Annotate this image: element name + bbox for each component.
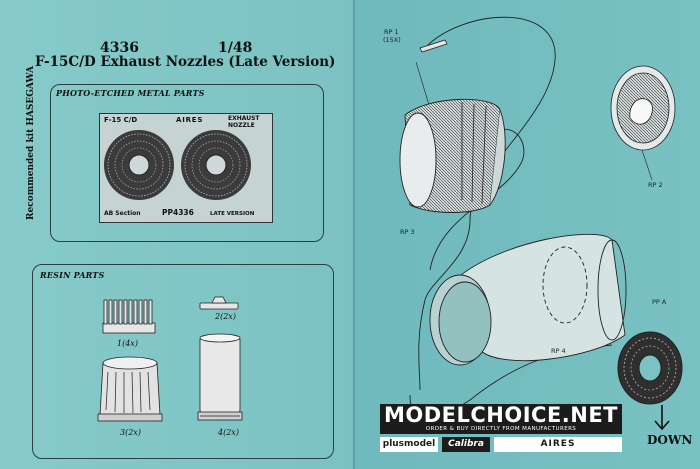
kit-title: F-15C/D Exhaust Nozzles (Late Version) [35, 54, 336, 70]
ppa-label: PP A [652, 298, 667, 306]
fret-version: LATE VERSION [210, 211, 255, 217]
ppa-ring-drawing [617, 331, 683, 405]
rp3-nozzle-drawing [399, 98, 506, 213]
resin-part-2-drawing [199, 296, 239, 310]
modelchoice-banner: MODELCHOICE.NET ORDER & BUY DIRECTLY FRO… [380, 404, 622, 434]
resin-part-3-label: 3(2x) [120, 428, 141, 437]
rp3-label: RP 3 [400, 228, 415, 236]
down-arrow-icon [654, 405, 670, 431]
sheet-fold-line [353, 0, 355, 469]
rp1-quantity: (15X) [383, 36, 401, 44]
resin-part-1-label: 1(4x) [117, 339, 138, 348]
resin-part-4-label: 4(2x) [218, 428, 239, 437]
resin-part-4-drawing [197, 333, 243, 421]
rp2-label: RP 2 [648, 181, 663, 189]
fret-code: PP4336 [162, 208, 194, 217]
rp4-label: RP 4 [551, 347, 566, 355]
logo-plusmodel: plusmodel [380, 437, 438, 452]
rp4-cylinder-drawing [429, 233, 627, 366]
fret-section: AB Section [104, 210, 141, 217]
advert-site: MODELCHOICE.NET [383, 403, 619, 427]
rp2-ring-drawing [610, 65, 676, 151]
resin-part-3-drawing [97, 356, 163, 422]
logo-aires: AIRES [494, 437, 622, 452]
fret-nozzle-ring-left [104, 130, 174, 200]
fret-part-name-1: EXHAUST [228, 115, 260, 122]
photo-etched-heading: PHOTO-ETCHED METAL PARTS [56, 88, 205, 98]
kit-scale: 1/48 [218, 40, 253, 56]
photo-etched-panel [50, 84, 324, 242]
resin-heading: RESIN PARTS [40, 270, 105, 280]
rp1-label: RP 1 [384, 28, 399, 36]
kit-number: 4336 [100, 40, 139, 56]
resin-panel [32, 264, 334, 459]
fret-brand: AIRES [176, 116, 204, 124]
fret-nozzle-ring-right [181, 130, 251, 200]
resin-part-2-label: 2(2x) [215, 312, 236, 321]
logo-calibra: Calibra [442, 437, 490, 452]
assembly-guide-line-2 [429, 128, 525, 271]
fret-model: F-15 C/D [104, 116, 138, 124]
resin-part-1-drawing [102, 299, 156, 334]
fret-part-name-2: NOZZLE [228, 122, 255, 129]
down-direction-label: DOWN [647, 433, 693, 447]
advert-tagline: ORDER & BUY DIRECTLY FROM MANUFACTURERS [425, 426, 577, 432]
